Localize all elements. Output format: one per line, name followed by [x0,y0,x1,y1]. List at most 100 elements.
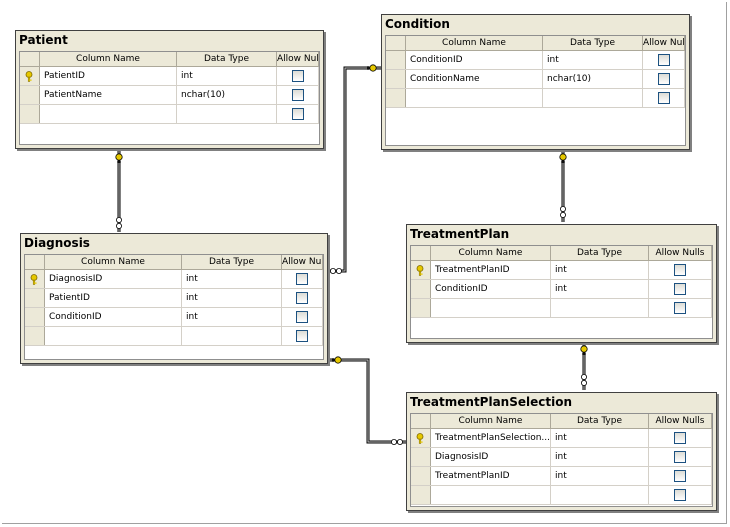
column-name-cell[interactable] [40,105,177,123]
data-type-cell[interactable] [551,486,649,504]
column-name-cell[interactable]: TreatmentPlanID [431,261,551,279]
row-selector[interactable] [411,261,431,279]
relation-condition-diagnosis[interactable] [326,64,381,275]
column-name-cell[interactable]: DiagnosisID [45,270,182,288]
column-name-cell[interactable]: ConditionID [431,280,551,298]
row-selector[interactable] [411,280,431,298]
column-name-cell[interactable]: ConditionID [406,51,543,69]
row-selector[interactable] [25,327,45,345]
row-selector[interactable] [411,448,431,466]
data-type-cell[interactable] [543,89,643,107]
allow-nulls-checkbox[interactable] [674,432,686,444]
row-selector[interactable] [411,299,431,317]
row-selector[interactable] [25,308,45,326]
allow-nulls-checkbox[interactable] [674,283,686,295]
column-row[interactable] [386,89,685,108]
relation-patient-diagnosis[interactable] [115,150,123,232]
allow-nulls-cell [282,289,323,307]
allow-nulls-checkbox[interactable] [674,489,686,501]
column-name-cell[interactable]: PatientID [40,67,177,85]
allow-nulls-checkbox[interactable] [674,264,686,276]
allow-nulls-checkbox[interactable] [296,273,308,285]
row-selector[interactable] [386,51,406,69]
row-selector[interactable] [386,70,406,88]
row-selector[interactable] [20,67,40,85]
column-name-cell[interactable] [431,299,551,317]
column-name-cell[interactable] [45,327,182,345]
data-type-cell[interactable] [177,105,277,123]
column-name-cell[interactable] [406,89,543,107]
column-row[interactable]: TreatmentPlanSelection...int [411,429,712,448]
column-name-cell[interactable]: ConditionName [406,70,543,88]
data-type-cell[interactable]: int [182,308,282,326]
row-selector[interactable] [386,89,406,107]
allow-nulls-checkbox[interactable] [657,73,670,85]
column-name-cell[interactable]: TreatmentPlanSelection... [431,429,551,447]
data-type-cell[interactable]: int [551,429,649,447]
allow-nulls-checkbox[interactable] [291,108,304,120]
row-selector[interactable] [20,105,40,123]
column-row[interactable] [20,105,319,124]
data-type-cell[interactable]: int [551,467,649,485]
column-name-cell[interactable]: PatientID [45,289,182,307]
row-selector[interactable] [20,86,40,104]
column-row[interactable] [25,327,323,346]
row-selector[interactable] [411,486,431,504]
data-type-cell[interactable]: int [177,67,277,85]
column-name-cell[interactable]: PatientName [40,86,177,104]
data-type-cell[interactable]: int [551,448,649,466]
column-name-cell[interactable]: ConditionID [45,308,182,326]
column-name-cell[interactable] [431,486,551,504]
data-type-cell[interactable]: int [182,289,282,307]
row-selector[interactable] [411,467,431,485]
data-type-cell[interactable]: int [551,261,649,279]
data-type-cell[interactable]: int [551,280,649,298]
row-selector[interactable] [25,289,45,307]
allow-nulls-checkbox[interactable] [657,92,670,104]
row-selector[interactable] [411,429,431,447]
column-row[interactable] [411,299,712,318]
data-type-cell[interactable] [182,327,282,345]
allow-nulls-checkbox[interactable] [674,470,686,482]
allow-nulls-checkbox[interactable] [291,70,304,82]
relation-treatmentplan-selection[interactable] [580,342,588,390]
allow-nulls-checkbox[interactable] [296,311,308,323]
relation-condition-treatmentplan[interactable] [559,150,567,222]
data-type-cell[interactable] [551,299,649,317]
relation-diagnosis-selection[interactable] [326,356,407,446]
allow-nulls-checkbox[interactable] [296,330,308,342]
allow-nulls-checkbox[interactable] [674,451,686,463]
data-type-cell[interactable]: nchar(10) [543,70,643,88]
data-type-cell[interactable]: nchar(10) [177,86,277,104]
allow-nulls-checkbox[interactable] [674,302,686,314]
allow-nulls-cell [277,67,319,85]
data-type-cell[interactable]: int [543,51,643,69]
column-name-cell[interactable]: DiagnosisID [431,448,551,466]
allow-nulls-checkbox[interactable] [291,89,304,101]
data-type-cell[interactable]: int [182,270,282,288]
row-selector[interactable] [25,270,45,288]
allow-nulls-cell [643,89,685,107]
column-name-cell[interactable]: TreatmentPlanID [431,467,551,485]
allow-nulls-checkbox[interactable] [296,292,308,304]
allow-nulls-checkbox[interactable] [657,54,670,66]
column-row[interactable] [411,486,712,505]
